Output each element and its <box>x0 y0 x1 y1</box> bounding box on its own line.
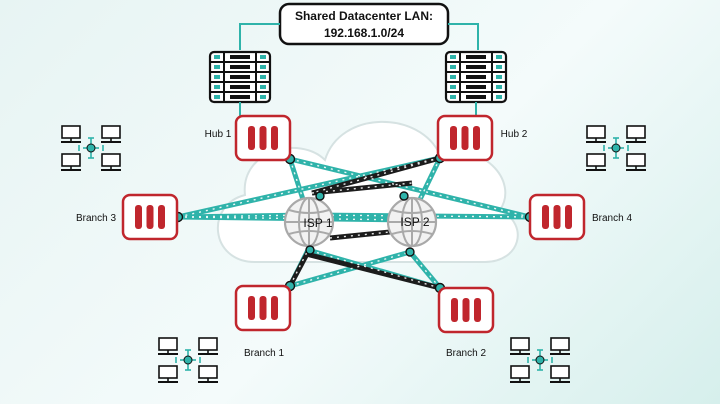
firewall-icon-branch-2 <box>437 286 495 334</box>
isp-1-label: ISP 1 <box>303 216 332 230</box>
lan-connector-left <box>239 23 280 50</box>
pc-cluster-icon-bottom-left <box>158 338 218 382</box>
title-line-2: 192.168.1.0/24 <box>324 26 404 40</box>
title-box: Shared Datacenter LAN: 192.168.1.0/24 <box>278 2 450 46</box>
label-hub-1: Hub 1 <box>205 129 232 140</box>
label-branch-4: Branch 4 <box>592 213 632 224</box>
label-hub-2: Hub 2 <box>501 129 528 140</box>
pc-cluster-icon-bottom-right <box>510 338 570 382</box>
firewall-icon-hub-2 <box>436 114 494 162</box>
firewall-icon-branch-4 <box>528 193 586 241</box>
link-dark-branch2 <box>305 251 441 291</box>
isp-2-label: ISP 2 <box>400 215 429 229</box>
label-branch-1: Branch 1 <box>244 348 284 359</box>
pc-cluster-icon-top-left <box>61 126 121 170</box>
firewall-icon-branch-3 <box>121 193 179 241</box>
link-branch1-branch2-cross-a <box>289 249 411 289</box>
link-dark-branch1 <box>287 250 311 288</box>
server-rack-icon-left <box>208 50 272 104</box>
label-branch-3: Branch 3 <box>76 213 116 224</box>
firewall-icon-branch-1 <box>234 284 292 332</box>
lan-connector-right <box>448 23 479 50</box>
firewall-icon-hub-1 <box>234 114 292 162</box>
title-line-1: Shared Datacenter LAN: <box>295 9 433 23</box>
server-rack-icon-right <box>444 50 508 104</box>
pc-cluster-icon-top-right <box>586 126 646 170</box>
label-branch-2: Branch 2 <box>446 348 486 359</box>
link-hub1-branch4 <box>289 156 531 220</box>
